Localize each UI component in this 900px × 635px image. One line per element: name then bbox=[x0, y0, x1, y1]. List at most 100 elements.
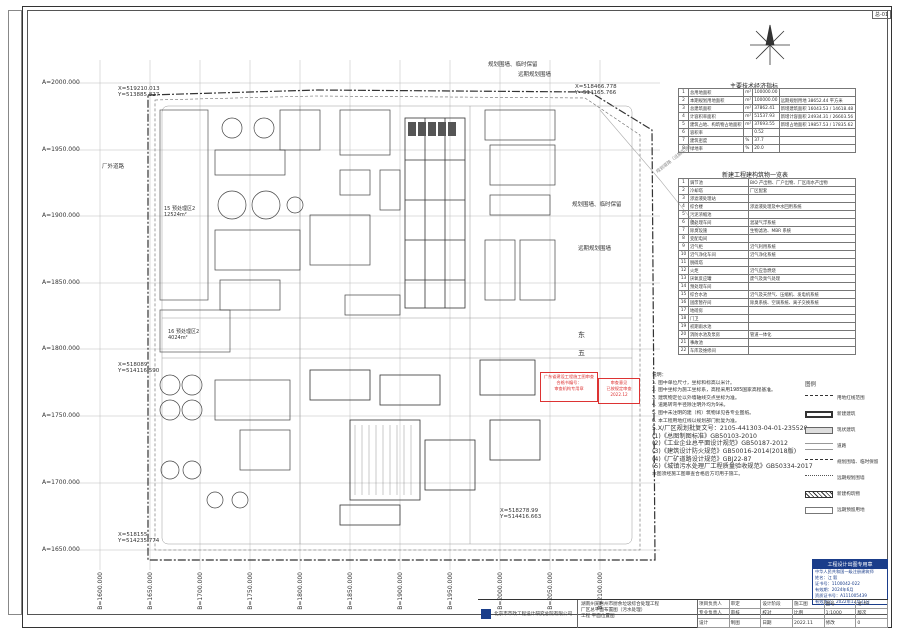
legend-item: 用地红线范围 bbox=[805, 390, 885, 406]
row-note bbox=[748, 210, 856, 219]
review-stamp: 广东省建设工程施工图审查 合格书编号： 审查机构专用章 bbox=[540, 372, 598, 402]
row-name: 综合楼 bbox=[688, 202, 749, 211]
legend: 图例 用地红线范围新建建筑现状建筑道路规划围墙、临时保留远期规划围墙新建构筑物远… bbox=[805, 380, 885, 518]
row-name: 总建筑面积 bbox=[687, 104, 745, 113]
row-name: 变配电间 bbox=[688, 234, 749, 243]
x-tick-label: B=1850.000 bbox=[347, 572, 354, 610]
row-name: 总用地面积 bbox=[687, 88, 745, 97]
title-block-cell: 1:1000 bbox=[824, 609, 857, 619]
row-unit: % bbox=[743, 136, 754, 145]
row-value: 100000.00 bbox=[752, 88, 780, 97]
row-value: 37.7 bbox=[752, 136, 780, 145]
row-value: 37693.55 bbox=[752, 120, 780, 129]
row-name: 事故池 bbox=[688, 338, 749, 347]
x-tick-label: B=1800.000 bbox=[297, 572, 304, 610]
note-item: 6. 本工程用地红线以规划部门批复为准。 bbox=[652, 418, 740, 424]
row-number: 20 bbox=[678, 330, 689, 339]
tank-group-lower bbox=[159, 374, 291, 509]
standard-item: (3)《建筑设计防火规范》GB50016-2014(2018版) bbox=[652, 447, 797, 455]
title-block-cell: 修改 bbox=[824, 618, 857, 628]
row-note: 除臭系统、空调系统、离子交换系统 bbox=[748, 298, 856, 307]
row-name: 污泥浓缩池 bbox=[688, 210, 749, 219]
y-tick-label: A=1950.000 bbox=[42, 146, 80, 153]
project-line: 湖南州某惠州市厨余垃圾综合处理工程 bbox=[581, 602, 660, 607]
legend-swatch bbox=[805, 426, 833, 434]
row-name: 冷却塔 bbox=[688, 186, 749, 195]
legend-items: 用地红线范围新建建筑现状建筑道路规划围墙、临时保留远期规划围墙新建构筑物远期预留… bbox=[805, 390, 885, 518]
row-note bbox=[778, 88, 857, 97]
row-number: 14 bbox=[678, 282, 689, 291]
notes-list: 1. 图中单位尺寸，坐标和标高以米计。2. 图中坐标为施工坐标系，高程采用198… bbox=[652, 380, 852, 426]
title-block-cell: 2022.11 bbox=[792, 618, 825, 628]
row-name: 沼气柜 bbox=[688, 242, 749, 251]
x-tick-label: B=1700.000 bbox=[197, 572, 204, 610]
row-note bbox=[748, 322, 856, 331]
y-tick-label: A=2000.000 bbox=[42, 79, 80, 86]
binding-strip bbox=[8, 10, 22, 615]
row-unit bbox=[743, 128, 754, 137]
row-number: 3 bbox=[678, 104, 689, 113]
row-note bbox=[748, 282, 856, 291]
zone-label: 16 预处理区2 4024m² bbox=[168, 329, 200, 341]
legend-item: 道路 bbox=[805, 438, 885, 454]
row-number: 21 bbox=[678, 338, 689, 347]
x-tick-label: B=1900.000 bbox=[397, 572, 404, 610]
row-note bbox=[778, 136, 857, 145]
process-building-units bbox=[408, 122, 456, 136]
legend-swatch bbox=[805, 442, 833, 450]
row-note bbox=[748, 258, 856, 267]
row-name: 渗滤液处理站 bbox=[688, 194, 749, 203]
wall-label: 远期规划围墙 bbox=[578, 246, 612, 252]
roads bbox=[161, 105, 633, 545]
title-block-cell: 设计阶段 bbox=[761, 600, 793, 610]
tech-table-title: 主要技术经济指标 bbox=[730, 83, 779, 90]
cert-row: 证书号：1100042-022 bbox=[815, 581, 860, 586]
x-tick-label: B=1750.000 bbox=[247, 572, 254, 610]
row-name: 绿地率 bbox=[687, 144, 745, 153]
title-block-cell: 专业负责人 bbox=[698, 609, 730, 619]
row-note: 新增建筑面积 16043.53 / 14618.48 bbox=[778, 104, 857, 113]
legend-swatch bbox=[805, 490, 833, 498]
row-note: 厂区配套 bbox=[748, 186, 856, 195]
row-note bbox=[778, 144, 857, 153]
row-number: 18 bbox=[678, 314, 689, 323]
standard-item: (5)《城镇污水处理厂工程质量验收规范》GB50334-2017 bbox=[652, 463, 813, 471]
row-unit: % bbox=[743, 144, 754, 153]
row-unit: m² bbox=[743, 112, 754, 121]
row-note bbox=[748, 346, 856, 355]
row-number: 13 bbox=[678, 274, 689, 283]
inner-border bbox=[27, 10, 888, 615]
legend-label: 现状建筑 bbox=[837, 428, 856, 433]
x-tick-label: B=1950.000 bbox=[447, 572, 454, 610]
legend-swatch bbox=[805, 458, 833, 466]
wall-label: 规划围墙、临时保留 bbox=[572, 202, 622, 208]
road-label: 厂外道路 bbox=[102, 164, 125, 170]
row-name: 消防水池及泵房 bbox=[688, 330, 749, 339]
title-block: 北京市市政工程设计研究总院有限公司 湖南州某惠州市厨余垃圾综合处理工程 厂区总平… bbox=[478, 599, 888, 628]
row-number: 9 bbox=[678, 242, 689, 251]
row-note: 混凝气浮系统 bbox=[748, 218, 856, 227]
row-name: 计容积率面积 bbox=[687, 112, 745, 121]
inner-wall bbox=[154, 95, 641, 551]
building-group-lower bbox=[309, 359, 541, 526]
row-note: 沼气应急燃烧 bbox=[748, 266, 856, 275]
row-number: 10 bbox=[678, 250, 689, 259]
wall-label: 远期规划围墙 bbox=[518, 72, 552, 78]
